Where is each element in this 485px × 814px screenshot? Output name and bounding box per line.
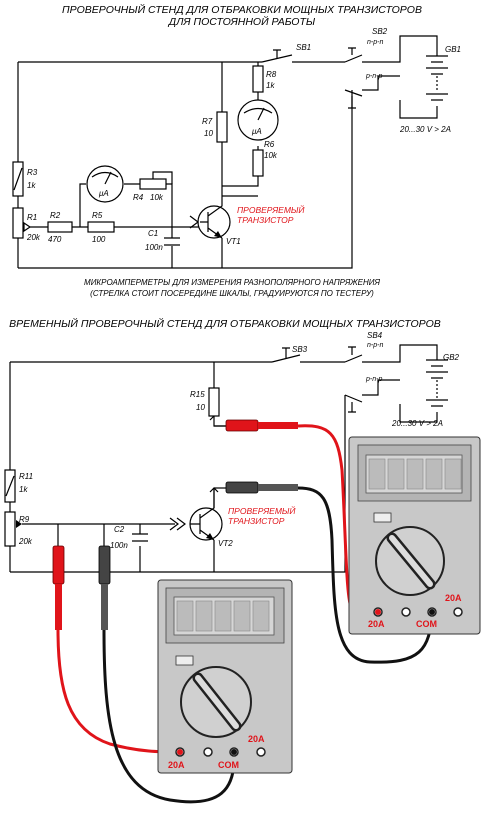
dut2-label-line2: ТРАНЗИСТОР bbox=[228, 516, 285, 526]
multimeter-lower: 20A 20A COM bbox=[157, 579, 293, 774]
potentiometer-r1 bbox=[12, 207, 24, 239]
probe-red-lower bbox=[52, 524, 181, 754]
sb4-npn: n-p-n bbox=[367, 342, 383, 349]
r5-value: 100 bbox=[92, 235, 106, 244]
switch-sb4: SB4 n-p-n p-n-p bbox=[344, 331, 383, 413]
meter-lower-range: 20A bbox=[248, 734, 265, 744]
gb2-supply: 20...30 V > 2A bbox=[391, 419, 443, 428]
resistor-r2 bbox=[47, 221, 73, 233]
meter-upper-range: 20A bbox=[445, 593, 462, 603]
resistor-r15 bbox=[208, 387, 220, 417]
resistor-r5 bbox=[87, 221, 115, 233]
multimeter-upper: 20A 20A COM bbox=[348, 436, 481, 635]
diagram2-title: ВРЕМЕННЫЙ ПРОВЕРОЧНЫЙ СТЕНД ДЛЯ ОТБРАКОВ… bbox=[9, 317, 441, 330]
r2-label: R2 bbox=[50, 211, 61, 220]
vt2-label: VT2 bbox=[218, 539, 233, 548]
resistor-r7 bbox=[216, 111, 228, 143]
dut1-label-line2: ТРАНЗИСТОР bbox=[237, 215, 294, 225]
battery-gb1: GB1 20...30 V > 2A bbox=[399, 45, 461, 134]
resistor-r6 bbox=[252, 149, 264, 177]
switch-sb1: SB1 bbox=[261, 43, 311, 63]
vt1-label: VT1 bbox=[226, 237, 241, 246]
capacitor-c1 bbox=[164, 237, 180, 246]
r11-value: 1k bbox=[19, 485, 28, 494]
r2-value: 470 bbox=[48, 235, 62, 244]
c2-value: 100n bbox=[110, 541, 128, 550]
dut2-label-line1: ПРОВЕРЯЕМЫЙ bbox=[228, 505, 296, 516]
meter-lower-port-a: 20A bbox=[168, 760, 185, 770]
c1-value: 100n bbox=[145, 243, 163, 252]
r11-label: R11 bbox=[19, 472, 33, 481]
transistor-vt2: VT2 bbox=[169, 415, 233, 548]
r4-wiper bbox=[152, 171, 173, 184]
r3-mark bbox=[13, 167, 23, 191]
potentiometer-r9 bbox=[4, 511, 16, 547]
c1-label: C1 bbox=[148, 229, 158, 238]
diagram1-title-line2: ДЛЯ ПОСТОЯННОЙ РАБОТЫ bbox=[168, 15, 316, 28]
r1-label: R1 bbox=[27, 213, 37, 222]
gb1-supply: 20...30 V > 2A bbox=[399, 125, 451, 134]
r8-value: 1k bbox=[266, 81, 275, 90]
probe-black-upper bbox=[225, 481, 434, 664]
meter-upper-port-a: 20A bbox=[368, 619, 385, 629]
r9-value: 20k bbox=[18, 537, 33, 546]
r6-label: R6 bbox=[264, 140, 275, 149]
gb1-label: GB1 bbox=[445, 45, 461, 54]
sb4-pnp: p-n-p bbox=[365, 376, 382, 383]
meter-lower-port-com: COM bbox=[218, 760, 239, 770]
probe-black-lower bbox=[98, 524, 236, 804]
r6-value: 10k bbox=[264, 151, 278, 160]
r1-wiper bbox=[23, 221, 32, 233]
gb2-label: GB2 bbox=[443, 353, 460, 362]
sb2-label: SB2 bbox=[372, 27, 388, 36]
r3-value: 1k bbox=[27, 181, 36, 190]
microammeter-2: μA bbox=[237, 99, 279, 141]
r11-mark bbox=[5, 475, 15, 497]
r7-value: 10 bbox=[204, 129, 213, 138]
c2-label: C2 bbox=[114, 525, 125, 534]
r8-label: R8 bbox=[266, 70, 277, 79]
r4-value: 10k bbox=[150, 193, 164, 202]
r1-value: 20k bbox=[26, 233, 41, 242]
capacitor-c2 bbox=[132, 533, 148, 542]
switch-sb2: SB2 n-p-n p-n-p bbox=[344, 27, 388, 109]
r5-label: R5 bbox=[92, 211, 103, 220]
sb4-label: SB4 bbox=[367, 331, 383, 340]
sb3-label: SB3 bbox=[292, 345, 308, 354]
meter1-unit: μA bbox=[98, 189, 109, 198]
battery-gb2: GB2 20...30 V > 2A bbox=[391, 353, 460, 428]
sb2-npn: n-p-n bbox=[367, 39, 383, 46]
potentiometer-r4 bbox=[139, 178, 167, 190]
microammeter-1: μA bbox=[86, 165, 124, 203]
sb1-label: SB1 bbox=[296, 43, 311, 52]
diagram2-wiring bbox=[9, 344, 438, 573]
r15-label: R15 bbox=[190, 390, 205, 399]
diagram1-note-line1: МИКРОАМПЕРМЕТРЫ ДЛЯ ИЗМЕРЕНИЯ РАЗНОПОЛЯР… bbox=[84, 278, 380, 287]
meter2-unit: μA bbox=[251, 127, 262, 136]
r15-value: 10 bbox=[196, 403, 205, 412]
diagram1-wiring bbox=[17, 35, 438, 269]
diagram1-note-line2: (СТРЕЛКА СТОИТ ПОСЕРЕДИНЕ ШКАЛЫ, ГРАДУИР… bbox=[90, 289, 374, 298]
r4-label: R4 bbox=[133, 193, 144, 202]
switch-sb3: SB3 bbox=[271, 345, 308, 363]
diagram1-title-line1: ПРОВЕРОЧНЫЙ СТЕНД ДЛЯ ОТБРАКОВКИ МОЩНЫХ … bbox=[62, 3, 422, 16]
r9-wiper bbox=[16, 520, 22, 528]
r7-label: R7 bbox=[202, 117, 213, 126]
transistor-vt1: VT1 bbox=[189, 196, 241, 246]
r3-label: R3 bbox=[27, 168, 38, 177]
meter-upper-port-com: COM bbox=[416, 619, 437, 629]
sb2-pnp: p-n-p bbox=[365, 73, 382, 80]
resistor-r8 bbox=[252, 65, 264, 93]
r9-label: R9 bbox=[19, 515, 30, 524]
dut1-label-line1: ПРОВЕРЯЕМЫЙ bbox=[237, 204, 305, 215]
